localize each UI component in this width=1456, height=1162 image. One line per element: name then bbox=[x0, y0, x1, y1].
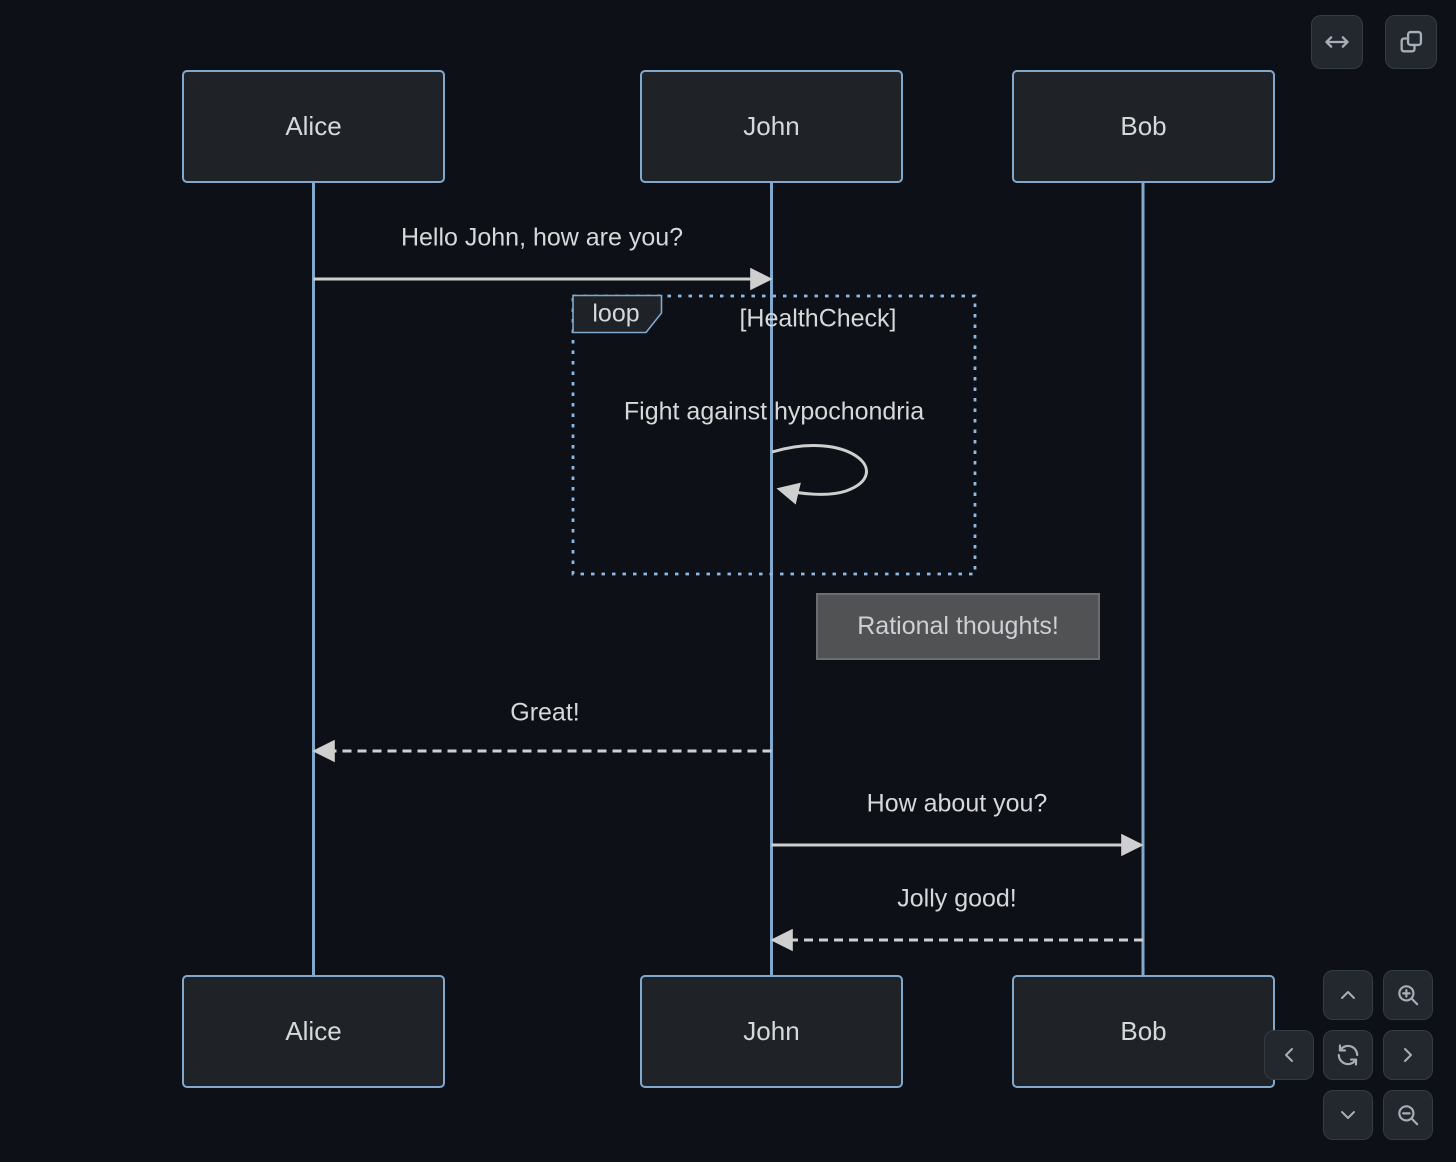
actor-label: Alice bbox=[285, 1016, 342, 1046]
actor-label: John bbox=[743, 111, 800, 141]
zoom-in-button[interactable] bbox=[1383, 970, 1433, 1020]
loop-keyword-label: loop bbox=[592, 299, 640, 328]
pan-up-button[interactable] bbox=[1323, 970, 1373, 1020]
refresh-icon bbox=[1337, 1044, 1359, 1066]
actor-box-bob-top: Bob bbox=[1012, 70, 1275, 183]
copy-button[interactable] bbox=[1385, 15, 1437, 69]
actor-box-john-bottom: John bbox=[640, 975, 903, 1088]
message-label-jolly-good: Jolly good! bbox=[897, 884, 1017, 913]
actor-box-alice-bottom: Alice bbox=[182, 975, 445, 1088]
pan-right-button[interactable] bbox=[1383, 1030, 1433, 1080]
magnifier-minus-icon bbox=[1398, 1105, 1419, 1126]
arrows-left-right-icon bbox=[1325, 36, 1349, 48]
self-loop-arrow bbox=[771, 443, 868, 505]
message-label-great: Great! bbox=[510, 698, 580, 727]
zoom-out-button[interactable] bbox=[1383, 1090, 1433, 1140]
actor-label: Bob bbox=[1120, 111, 1167, 141]
actor-label: John bbox=[743, 1016, 800, 1046]
chevron-down-icon bbox=[1341, 1111, 1355, 1119]
actor-box-alice-top: Alice bbox=[182, 70, 445, 183]
reset-view-button[interactable] bbox=[1323, 1030, 1373, 1080]
chevron-right-icon bbox=[1404, 1048, 1412, 1062]
actor-label: Alice bbox=[285, 111, 342, 141]
actor-box-john-top: John bbox=[640, 70, 903, 183]
loop-frame bbox=[571, 294, 977, 576]
magnifier-plus-icon bbox=[1398, 985, 1419, 1006]
loop-label-tab bbox=[572, 294, 663, 334]
self-message-label: Fight against hypochondria bbox=[623, 397, 925, 426]
copy-icon bbox=[1400, 30, 1423, 53]
loop-condition-label: [HealthCheck] bbox=[739, 304, 897, 333]
chevron-up-icon bbox=[1341, 991, 1355, 999]
expand-horizontal-button[interactable] bbox=[1311, 15, 1363, 69]
pan-left-button[interactable] bbox=[1264, 1030, 1314, 1080]
actor-label: Bob bbox=[1120, 1016, 1167, 1046]
note-label: Rational thoughts! bbox=[857, 612, 1059, 640]
actor-box-bob-bottom: Bob bbox=[1012, 975, 1275, 1088]
note-box: Rational thoughts! bbox=[816, 593, 1100, 660]
chevron-left-icon bbox=[1285, 1048, 1293, 1062]
message-label-how-about-you: How about you? bbox=[866, 789, 1048, 818]
message-label-hello-john: Hello John, how are you? bbox=[400, 223, 684, 252]
pan-down-button[interactable] bbox=[1323, 1090, 1373, 1140]
